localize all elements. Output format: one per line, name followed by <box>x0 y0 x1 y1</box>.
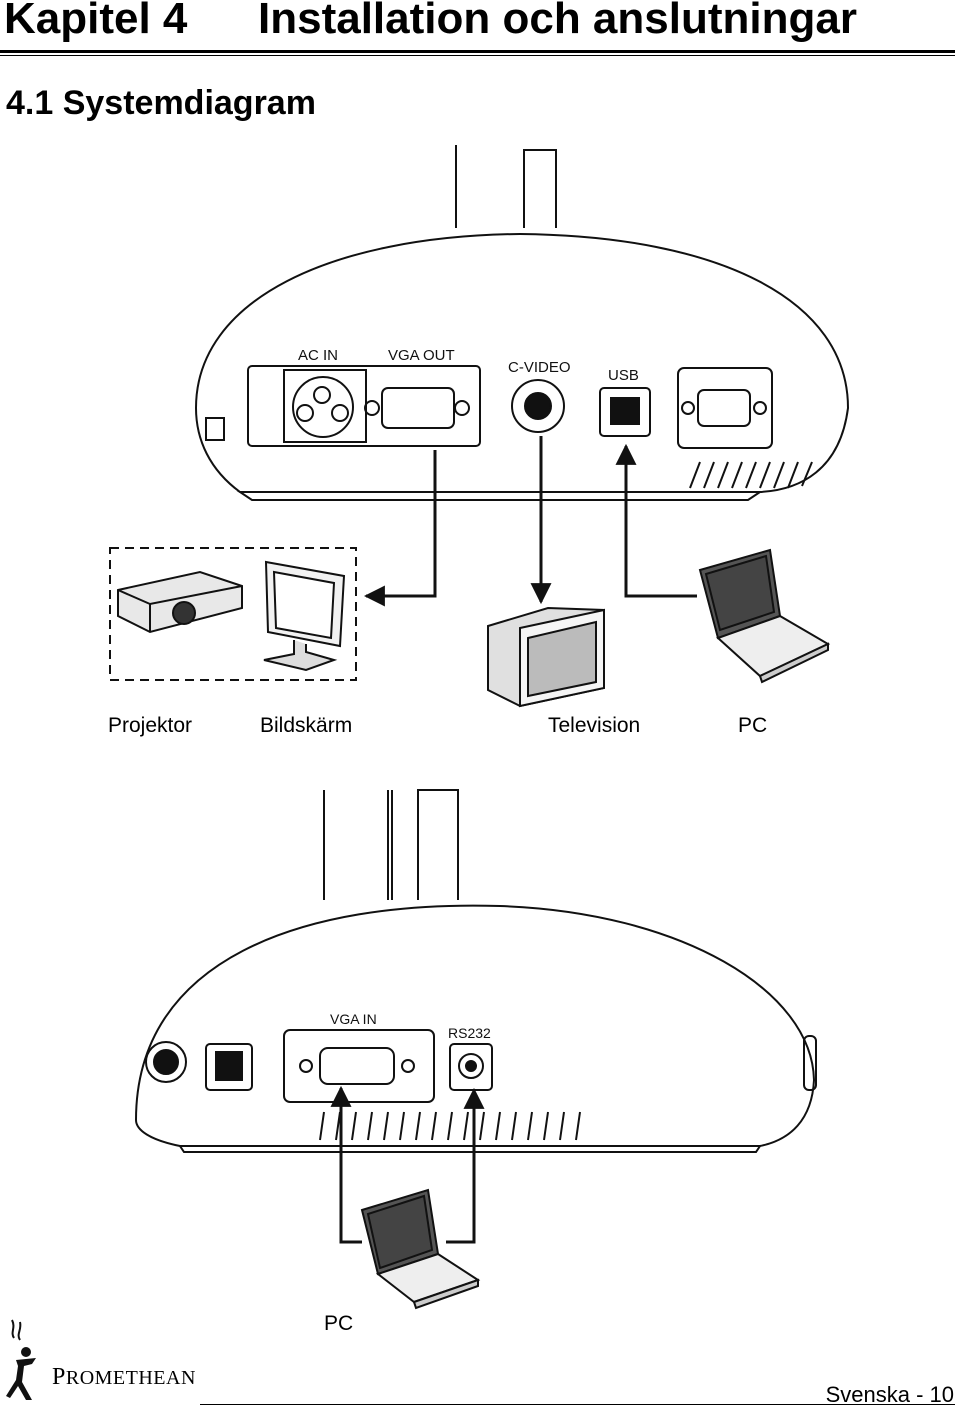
rs232-to-pc-arrow <box>446 1087 485 1244</box>
chapter-header: Kapitel 4 Installation och anslutningar <box>0 0 960 60</box>
promethean-figure-icon <box>6 1319 36 1400</box>
header-rule-thin <box>0 55 955 56</box>
bottom-port-labels: VGA IN RS232 <box>330 1011 491 1041</box>
section-title: 4.1 Systemdiagram <box>6 84 316 122</box>
top-document-camera <box>194 145 850 501</box>
promethean-logo: PROMETHEAN <box>2 1318 202 1406</box>
chapter-title: Installation och anslutningar <box>258 0 857 43</box>
camera-arm <box>523 149 557 228</box>
pc-to-vga-in-arrow <box>330 1085 362 1244</box>
top-camera-base <box>236 491 764 501</box>
pc-label-top: PC <box>738 714 768 737</box>
top-connection-lines <box>363 436 697 607</box>
c-video-port <box>511 379 565 433</box>
laptop-icon-bottom <box>360 1188 481 1310</box>
right-port-panel <box>677 367 773 449</box>
footer-rule <box>200 1404 955 1405</box>
television-icon <box>487 606 605 708</box>
television-label: Television <box>548 714 641 737</box>
left-port-panel <box>247 365 481 447</box>
projector-icon <box>117 570 243 634</box>
page-number: Svenska - 10 <box>825 1382 954 1407</box>
ac-in-label: AC IN <box>298 347 338 364</box>
monitor-icon <box>263 560 346 672</box>
vga-out-to-display-arrow <box>363 450 437 607</box>
bottom-connection-lines <box>330 1085 485 1244</box>
vga-in-label: VGA IN <box>330 1011 377 1027</box>
rs232-label: RS232 <box>448 1025 491 1041</box>
chapter-number: Kapitel 4 <box>4 0 188 43</box>
vga-out-label: VGA OUT <box>388 347 455 364</box>
usb-port <box>599 387 651 437</box>
bottom-document-camera <box>134 789 817 1153</box>
vga-in-port <box>283 1029 435 1103</box>
monitor-label: Bildskärm <box>260 714 353 737</box>
projector-label: Projektor <box>108 714 193 737</box>
lock-icon <box>205 417 225 441</box>
c-video-label: C-VIDEO <box>508 359 571 376</box>
promethean-wordmark: PROMETHEAN <box>52 1364 196 1390</box>
pc-to-usb-arrow <box>615 443 697 598</box>
laptop-icon-top <box>698 548 831 684</box>
usb-label: USB <box>608 367 639 384</box>
display-options-box <box>109 547 357 681</box>
header-rule-thick <box>0 50 955 53</box>
pc-label-bottom: PC <box>324 1312 354 1335</box>
power-icon <box>292 376 354 438</box>
top-port-labels: AC IN VGA OUT C-VIDEO USB <box>298 347 639 384</box>
